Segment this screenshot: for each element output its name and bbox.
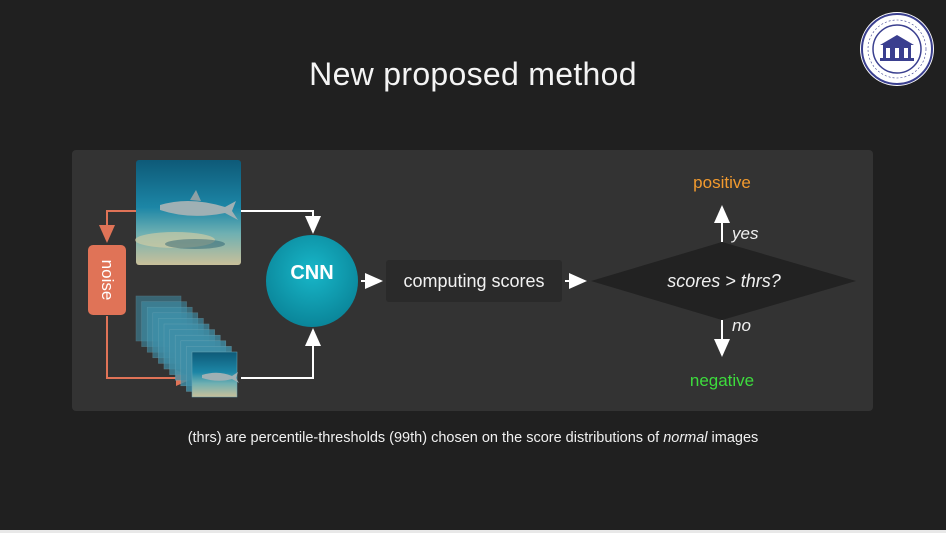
slide-bottom-edge bbox=[0, 530, 946, 533]
decision-condition-label: scores > thrs? bbox=[667, 271, 781, 291]
no-label: no bbox=[732, 316, 751, 335]
original-image bbox=[135, 160, 241, 265]
caption: (thrs) are percentile-thresholds (99th) … bbox=[0, 430, 946, 446]
negative-label: negative bbox=[689, 371, 755, 390]
noisy-image-stack bbox=[135, 295, 239, 398]
caption-text: (thrs) are percentile-thresholds (99th) … bbox=[187, 430, 664, 446]
noise-box bbox=[88, 245, 126, 315]
cnn-node bbox=[266, 235, 358, 327]
caption-text-end: images bbox=[707, 430, 759, 446]
image-to-cnn-arrow bbox=[241, 210, 321, 234]
noisy-image-shark bbox=[202, 372, 239, 383]
noise-input-arrow bbox=[99, 210, 136, 243]
decision-diamond bbox=[591, 242, 856, 320]
noisy-to-cnn-arrow bbox=[241, 328, 321, 379]
cnn-label: CNN bbox=[290, 262, 334, 284]
computing-scores-box bbox=[386, 260, 562, 302]
noise-label: noise bbox=[98, 259, 117, 301]
slide-title: New proposed method bbox=[309, 56, 637, 92]
noise-output-arrow bbox=[106, 316, 194, 386]
computing-scores-label: computing scores bbox=[403, 271, 545, 291]
caption-emphasis: normal bbox=[663, 430, 708, 446]
yes-label: yes bbox=[732, 224, 759, 243]
positive-label: positive bbox=[693, 173, 751, 192]
university-seal-logo bbox=[860, 12, 934, 86]
